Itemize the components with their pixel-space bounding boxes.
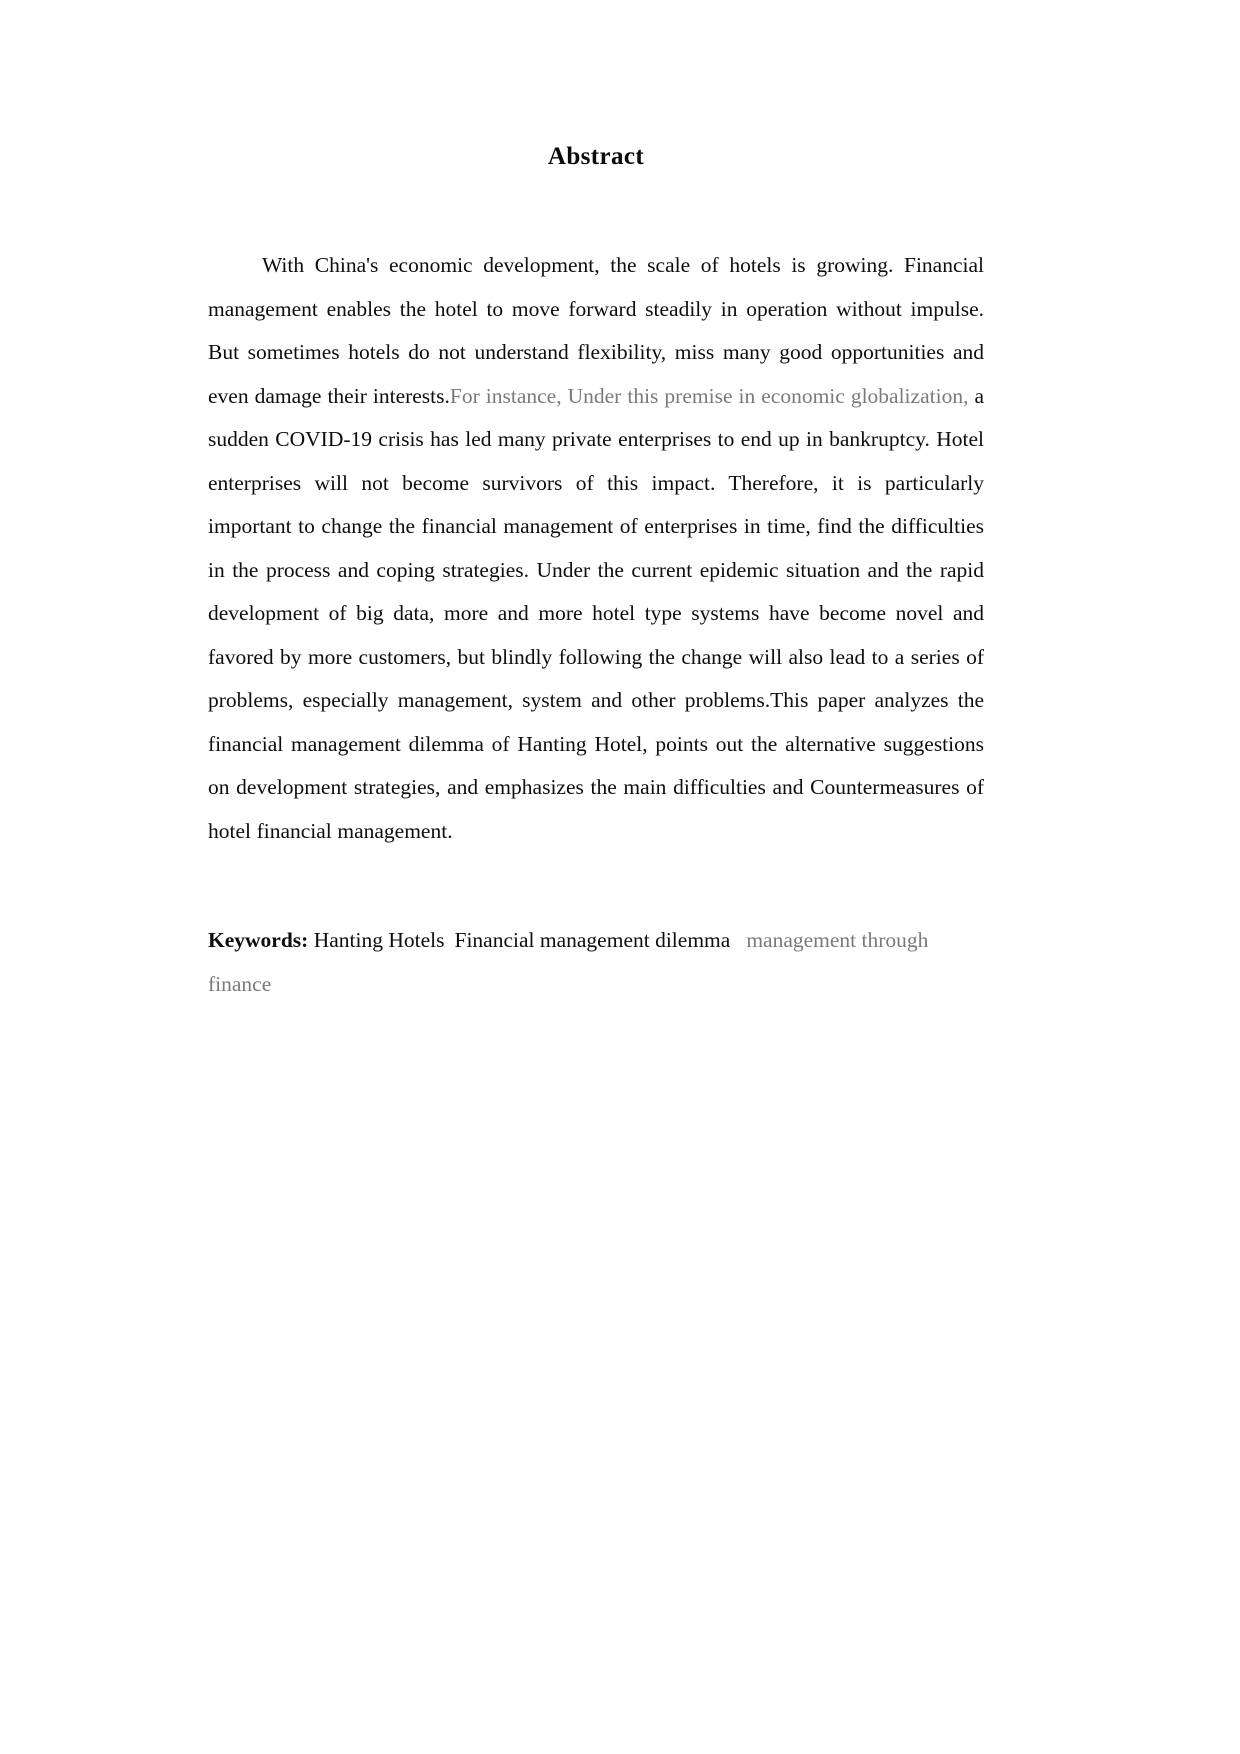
abstract-paragraph: With China's economic development, the s… bbox=[208, 172, 984, 853]
keyword-term-1: Hanting Hotels bbox=[313, 928, 445, 952]
keywords-line: Keywords: Hanting Hotels Financial manage… bbox=[208, 853, 984, 1006]
page-content: Abstract With China's economic developme… bbox=[208, 0, 984, 1006]
keywords-label: Keywords: bbox=[208, 928, 309, 952]
keyword-term-3: management through finance bbox=[208, 928, 929, 996]
keyword-term-2: Financial management dilemma bbox=[454, 928, 731, 952]
abstract-segment-black-lead: With China's economic development, the s… bbox=[208, 253, 984, 408]
page-title: Abstract bbox=[547, 143, 645, 170]
abstract-segment-grey: For instance, Under this premise in econ… bbox=[449, 383, 969, 408]
abstract-segment-black-tail: a sudden COVID-19 crisis has led many pr… bbox=[208, 383, 985, 843]
